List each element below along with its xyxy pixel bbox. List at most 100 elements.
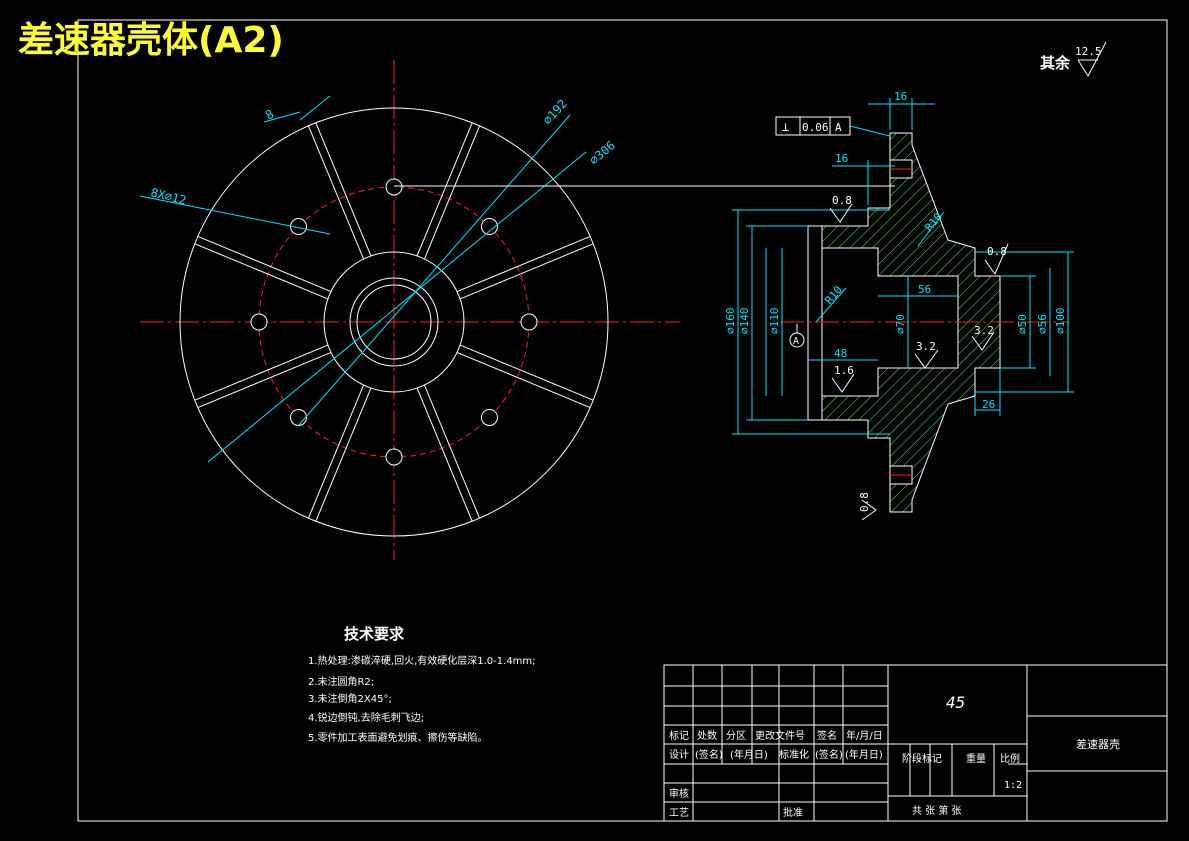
dim-d110: ⌀110	[768, 308, 781, 335]
dim-top-16-b: 16	[835, 152, 848, 165]
rib-edge	[459, 243, 594, 300]
process-label: 工艺	[669, 807, 689, 819]
dim-bolt-holes: 8X⌀12	[149, 185, 187, 207]
rib-edge	[315, 122, 372, 257]
tech-req-item-1: 1.热处理:渗碳淬硬,回火,有效硬化层深1.0-1.4mm;	[308, 654, 536, 667]
roughness-note-value: 12.5	[1075, 45, 1102, 58]
roughness-0-8-b: 0.8	[987, 245, 1007, 258]
tech-req-heading: 技术要求	[344, 625, 405, 643]
review-label: 审核	[669, 787, 689, 800]
tech-req-item-5: 5.零件加工表面避免划痕、擦伤等缺陷。	[308, 731, 488, 744]
section-view: ⊥ 0.06 A 16 16 ⌀160 ⌀140 ⌀110 ⌀70 ⌀50 ⌀5…	[724, 90, 1074, 521]
th-zone: 分区	[726, 730, 746, 742]
rib-edge	[423, 384, 481, 519]
scale-label: 比例	[1000, 752, 1020, 765]
perpendicularity-icon: ⊥	[782, 120, 789, 134]
dim-leader-bolt-holes	[139, 195, 331, 235]
rib-edge	[456, 235, 591, 293]
dim-d100: ⌀100	[1054, 308, 1067, 335]
drawing-border	[77, 19, 1168, 822]
roughness-3-2-b: 3.2	[916, 340, 936, 353]
dim-rib-width: 8	[263, 107, 276, 123]
bolt-hole	[290, 408, 308, 426]
scale-value: 1:2	[1004, 780, 1022, 791]
design-sign: (签名)	[695, 748, 723, 761]
bolt-hole	[385, 448, 403, 466]
outer-flange-circle	[179, 107, 609, 537]
dim-diameter-192: ⌀192	[540, 97, 570, 128]
ribs	[194, 122, 594, 522]
rib-edge	[423, 125, 481, 260]
inner-cavity	[807, 247, 959, 397]
bolt-hole	[480, 408, 498, 426]
th-signature: 签名	[817, 729, 837, 742]
flange-lip	[807, 225, 823, 421]
dim-top-16-a: 16	[894, 90, 907, 103]
rib-edge	[315, 387, 372, 522]
th-date: 年/月/日	[846, 729, 883, 742]
bolt-hole	[480, 218, 498, 236]
technical-requirements: 技术要求 1.热处理:渗碳淬硬,回火,有效硬化层深1.0-1.4mm; 2.未注…	[308, 625, 536, 744]
front-view: ⌀192 ⌀306 8X⌀12 8	[139, 60, 680, 560]
weight-label: 重量	[966, 752, 986, 765]
rib-edge	[456, 351, 591, 409]
bolt-hole	[385, 178, 403, 196]
datum-a-label: A	[793, 336, 799, 347]
hub-bore-inner	[356, 284, 432, 360]
title-block-text: 45 差速器壳 标记 处数 分区 更改文件号 签名 年/月/日 设计 (签名) …	[669, 693, 1120, 819]
design-label: 设计	[669, 748, 689, 761]
rib-edge	[307, 125, 365, 260]
th-mark: 标记	[669, 730, 689, 742]
dim-d160: ⌀160	[724, 308, 737, 335]
roughness-1-6: 1.6	[834, 364, 854, 377]
th-change-doc: 更改文件号	[755, 729, 805, 742]
part-name: 差速器壳	[1076, 737, 1120, 751]
tech-req-item-3: 3.未注倒角2X45°;	[308, 692, 392, 705]
rib-edge	[194, 243, 329, 300]
hub-bore-outer	[349, 277, 439, 367]
sheets-label: 共 张 第 张	[912, 804, 962, 817]
dim-d50: ⌀50	[1016, 314, 1029, 334]
rib-edge	[197, 351, 332, 409]
standardization-sign: (签名)	[815, 748, 843, 761]
rib-edge	[416, 122, 473, 257]
dim-leader-rib	[299, 95, 331, 121]
stage-label: 阶段标记	[902, 752, 942, 765]
tolerance-value: 0.06	[802, 121, 829, 134]
approve-label: 批准	[783, 806, 803, 819]
dim-len-26: 26	[982, 398, 995, 411]
rib-edge	[416, 387, 473, 522]
dim-d56: ⌀56	[1036, 314, 1049, 334]
standardization-date: (年月日)	[845, 748, 883, 761]
rib-edge	[194, 344, 329, 401]
tech-req-item-2: 2.未注圆角R2;	[308, 675, 374, 688]
roughness-note-label: 其余	[1040, 54, 1071, 72]
tolerance-datum: A	[835, 121, 842, 134]
dim-len-56: 56	[918, 283, 931, 296]
drawing-title: 差速器壳体(A2)	[18, 20, 284, 61]
dim-leader-192	[297, 114, 571, 427]
rib-edge	[197, 235, 332, 293]
general-roughness-note: 其余 12.5	[1040, 41, 1107, 78]
bolt-hole	[250, 313, 268, 331]
title-block	[663, 664, 1168, 822]
tech-req-item-4: 4.锐边倒钝,去除毛刺飞边;	[308, 711, 424, 724]
roughness-0-8-c: 0.8	[858, 492, 871, 512]
roughness-symbol-icon	[1077, 41, 1107, 78]
geometric-tolerance-frame: ⊥ 0.06 A	[775, 116, 851, 136]
rib-edge	[459, 344, 594, 401]
roughness-3-2-a: 3.2	[974, 324, 994, 337]
rib-edge	[307, 384, 365, 519]
dim-diameter-306: ⌀306	[587, 138, 618, 167]
design-date: (年月日)	[730, 748, 768, 761]
dim-len-48: 48	[834, 347, 847, 360]
roughness-0-8-a: 0.8	[832, 194, 852, 207]
dim-leader-306	[207, 151, 587, 463]
dim-d70: ⌀70	[894, 314, 907, 334]
th-count: 处数	[697, 729, 717, 742]
material-value: 45	[946, 693, 965, 712]
standardization-label: 标准化	[779, 748, 809, 761]
hub-outer-circle	[323, 251, 465, 393]
bolt-hole	[520, 313, 538, 331]
